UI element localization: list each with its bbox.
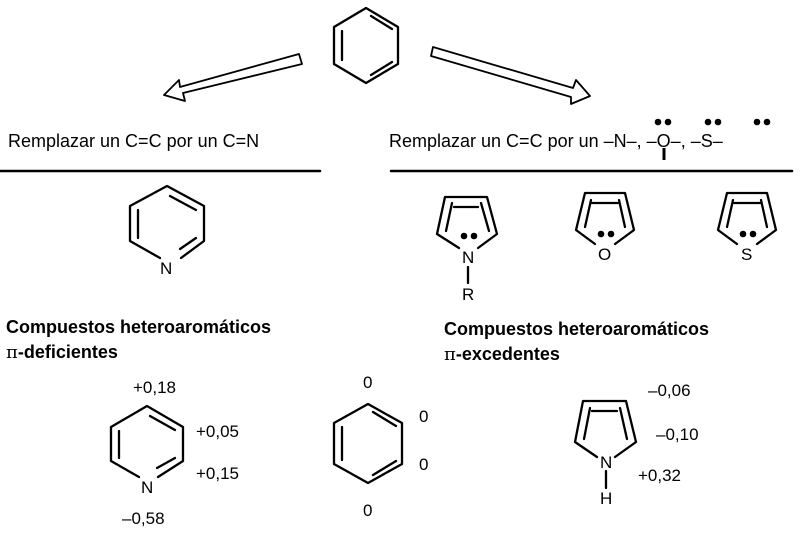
pyrrole-ring — [435, 195, 499, 285]
pyrrole-charge-n: +0,32 — [638, 466, 682, 485]
right-caption-s: –S– — [690, 131, 723, 151]
right-caption-n: –N– — [603, 131, 637, 151]
right-arrow — [430, 46, 591, 105]
thiophene-s-label: S — [741, 245, 753, 264]
left-heading-line2: π-deficientes — [6, 343, 118, 362]
right-heading-line2: π-excedentes — [444, 345, 560, 364]
benzene-charge-lower-right: 0 — [419, 455, 429, 474]
pyrrole-charge-c2: –0,10 — [656, 425, 699, 444]
benzene-charge-bottom: 0 — [363, 501, 373, 520]
right-heading-pi: π — [444, 344, 456, 365]
furan-ring — [574, 191, 636, 246]
right-caption-sep1: , — [636, 131, 647, 151]
right-caption: Remplazar un C=C por un –N–, –O–, –S– — [389, 132, 723, 150]
right-caption-prefix: Remplazar un C=C por un — [389, 131, 604, 151]
left-arrow — [163, 53, 303, 102]
pyridine-n-label: N — [160, 259, 173, 278]
top-benzene-ring — [332, 6, 400, 85]
pyrrole-n-label: N — [462, 248, 475, 267]
pyridine2-n-label: N — [141, 478, 154, 497]
furan-o-label: O — [598, 245, 612, 264]
pyrrole2-h-label: H — [600, 489, 613, 508]
pyridine-ring — [128, 184, 206, 260]
pyrrole2-n-label: N — [600, 453, 613, 472]
pyrrole-charge-c3: –0,06 — [648, 381, 691, 400]
left-heading-line1: Compuestos heteroaromáticos — [6, 317, 272, 337]
benzene-charge-top: 0 — [363, 373, 373, 392]
right-heading-suffix: -excedentes — [455, 344, 560, 364]
right-caption-sep2: , — [680, 131, 691, 151]
pyridine-charge-c4: +0,18 — [133, 378, 177, 397]
right-heading-line1: Compuestos heteroaromáticos — [444, 319, 710, 339]
left-heading-pi: π — [6, 342, 18, 363]
thiophene-ring — [716, 191, 778, 246]
left-heading-suffix: -deficientes — [17, 342, 118, 362]
pyridine-charge-ring — [109, 404, 185, 479]
pyridine-charge-c3: +0,05 — [196, 422, 240, 441]
benzene-charge-upper-right: 0 — [419, 407, 429, 426]
right-caption-o: –O– — [646, 131, 681, 151]
benzene-charge-ring — [332, 402, 404, 485]
pyridine-charge-n: –0,58 — [122, 509, 165, 528]
pyrrole-charge-ring — [573, 399, 638, 490]
left-caption: Remplazar un C=C por un C=N — [8, 131, 260, 151]
pyrrole-r-label: R — [462, 285, 475, 304]
pyridine-charge-c2: +0,15 — [196, 464, 240, 483]
lone-pairs — [460, 118, 771, 240]
